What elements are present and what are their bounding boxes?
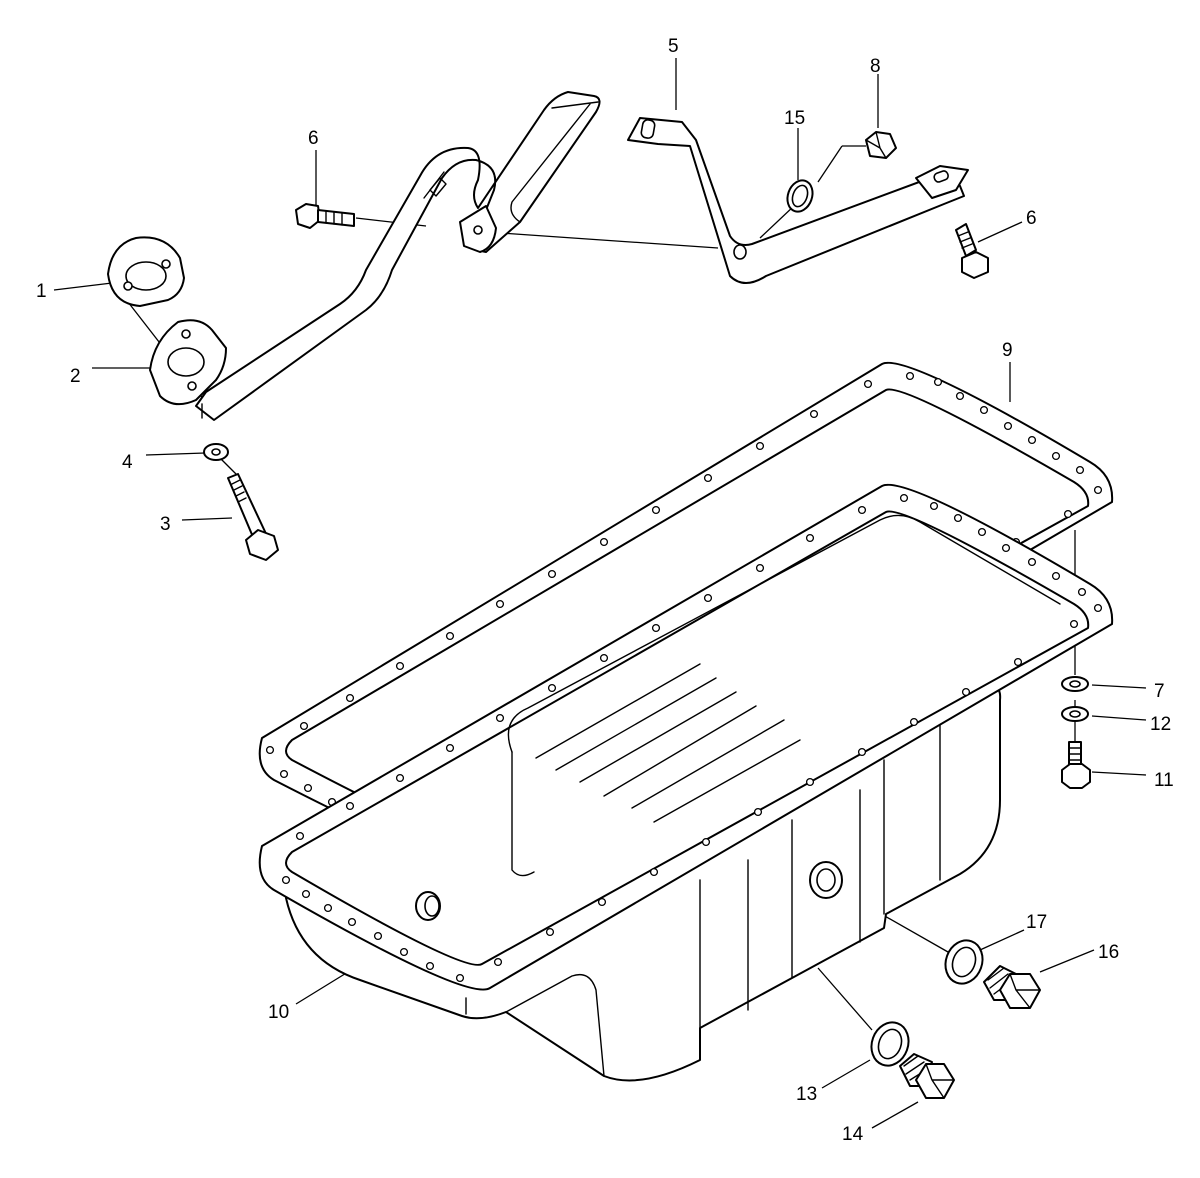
callout-16: 16 [1098, 942, 1119, 963]
callout-3: 3 [160, 514, 171, 535]
bolt-part-11 [1061, 741, 1091, 789]
callout-6-left: 6 [308, 128, 319, 149]
bolt-part-6-right [955, 223, 989, 279]
bolt-part-6-left [295, 203, 355, 229]
flange-gasket-part-1 [107, 236, 185, 307]
callout-12: 12 [1150, 714, 1171, 735]
bolt-part-3 [227, 473, 279, 561]
washer-part-7 [1061, 676, 1089, 692]
seal-ring-part-13 [870, 1021, 910, 1067]
callout-17: 17 [1026, 912, 1047, 933]
washer-part-15 [786, 179, 814, 213]
callout-labels: 1 2 3 4 5 6 6 7 8 9 10 11 12 13 14 15 16… [36, 36, 1174, 1145]
seal-ring-part-17 [944, 939, 984, 985]
callout-15: 15 [784, 108, 805, 129]
bracket-part-5 [627, 117, 969, 284]
callout-6-right: 6 [1026, 208, 1037, 229]
callout-8: 8 [870, 56, 881, 77]
washer-part-4 [203, 443, 229, 461]
washer-part-12 [1061, 706, 1089, 722]
callout-5: 5 [668, 36, 679, 57]
callout-13: 13 [796, 1084, 817, 1105]
callout-11: 11 [1154, 770, 1174, 791]
callout-1: 1 [36, 281, 47, 302]
oil-pan-part-10 [258, 483, 1114, 1082]
callout-14: 14 [842, 1124, 864, 1145]
drain-plug-part-16 [983, 965, 1041, 1009]
nut-part-8 [865, 131, 897, 159]
callout-7: 7 [1154, 681, 1165, 702]
leader-lines [53, 58, 1147, 1129]
callout-4: 4 [122, 452, 133, 473]
drain-plug-part-14 [899, 1053, 955, 1099]
suction-pipe-part-2 [149, 91, 601, 421]
callout-2: 2 [70, 366, 81, 387]
callout-10: 10 [268, 1002, 289, 1023]
callout-9: 9 [1002, 340, 1013, 361]
